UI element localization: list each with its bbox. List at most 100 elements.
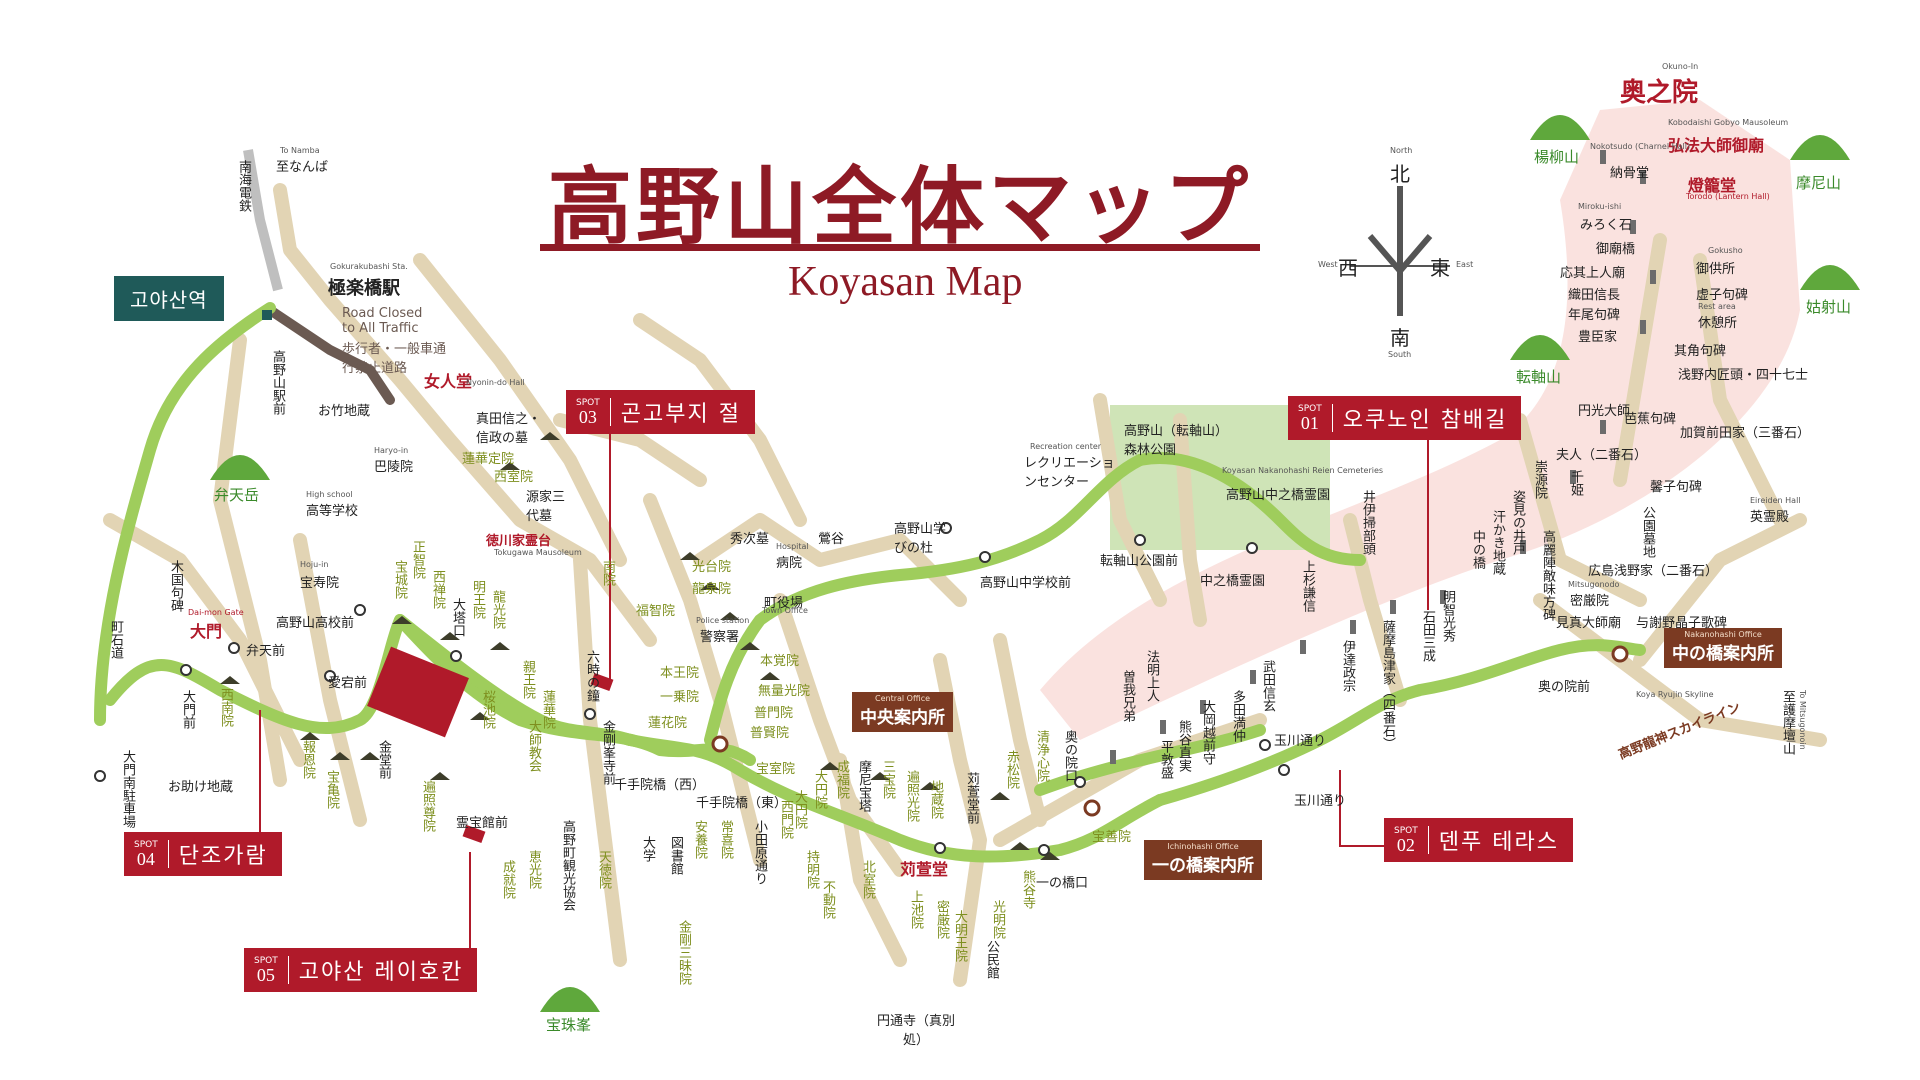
torodo: 燈籠堂 bbox=[1688, 176, 1737, 195]
nakanohashi-bridge: 中の橋 bbox=[1470, 530, 1485, 569]
senhime: 千姫 bbox=[1568, 470, 1583, 496]
otasuke: お助け地蔵 bbox=[168, 780, 234, 795]
mountain-koya-icon bbox=[1800, 265, 1860, 290]
aitago: 愛宕前 bbox=[328, 676, 368, 691]
compass-west: 西 bbox=[1338, 256, 1358, 280]
temple-9: 遍照尊院 bbox=[420, 780, 435, 832]
mikiwa: 見真大師廟 bbox=[1556, 616, 1622, 631]
compass-south-en: South bbox=[1388, 350, 1412, 359]
restarea-en: Rest area bbox=[1698, 302, 1736, 311]
reihokan: 霊宝館前 bbox=[456, 816, 509, 831]
temple-10: 成就院 bbox=[500, 860, 515, 899]
compass-north: 北 bbox=[1390, 162, 1410, 186]
nyonindo-en: Nyonin-do Hall bbox=[466, 378, 525, 387]
kiguni: 木国句碑 bbox=[168, 560, 183, 612]
ooka: 大岡越前守 bbox=[1200, 700, 1215, 765]
central-office-en: Central Office bbox=[874, 694, 931, 703]
gokuraku: 極楽橋駅 bbox=[328, 278, 400, 299]
hokke: 法明上人 bbox=[1144, 650, 1159, 702]
temple-36: 摩尼宝塔 bbox=[856, 760, 871, 812]
temple-21: 地蔵院 bbox=[928, 780, 943, 819]
spot-02-name: 덴푸 테라스 bbox=[1438, 830, 1559, 855]
police: 警察署 bbox=[700, 630, 740, 645]
temple-30: 清浄心院 bbox=[1034, 730, 1049, 782]
tokugawa: 徳川家霊台 bbox=[486, 534, 552, 549]
ichinohashi-office[interactable]: Ichinohashi Office 一の橋案内所 bbox=[1144, 840, 1262, 880]
temple-icons bbox=[220, 432, 1060, 860]
muryokoin: 無量光院 bbox=[758, 684, 811, 699]
tamagawa2: 玉川通り bbox=[1294, 794, 1347, 809]
temple-33: 常喜院 bbox=[718, 820, 733, 859]
senjuine: 千手院橋（東） bbox=[696, 796, 788, 811]
genji: 源家三代墓 bbox=[526, 490, 566, 524]
gomaguchi-en: To Mitsugonoin bbox=[1798, 690, 1807, 750]
temple-18: 成福院 bbox=[834, 760, 849, 799]
grave-markers bbox=[1110, 150, 1656, 764]
asano: 浅野内匠頭・四十七士 bbox=[1678, 368, 1809, 383]
mountain-benten-icon bbox=[210, 455, 270, 480]
rokuji: 六時の鐘 bbox=[584, 650, 599, 702]
temple-17: 大円院 bbox=[812, 770, 827, 809]
okunoin: 奥之院 bbox=[1620, 78, 1699, 108]
kikyo: 崇源院 bbox=[1532, 460, 1547, 499]
fukenin: 普賢院 bbox=[750, 726, 790, 741]
temple-8: 宝亀院 bbox=[324, 770, 339, 809]
closed: 歩行者・一般車通行禁止道路 bbox=[342, 342, 447, 376]
tonamba: 至なんば bbox=[276, 160, 329, 175]
gobyo: 弘法大師御廟 bbox=[1668, 136, 1765, 155]
temple-11: 親王院 bbox=[520, 660, 535, 699]
temple-0: 正智院 bbox=[410, 540, 425, 579]
central-office[interactable]: Central Office 中央案内所 bbox=[852, 692, 953, 732]
gokuraku-en: Gokurakubashi Sta. bbox=[330, 262, 408, 271]
sugata: 姿見の井戸 bbox=[1510, 490, 1525, 555]
temple-26: 南院 bbox=[600, 560, 615, 586]
saizen: 西室院 bbox=[494, 470, 534, 485]
takeda: 武田信玄 bbox=[1260, 660, 1275, 712]
temple-38: 大円院 bbox=[792, 790, 807, 829]
mountain-hoju: 宝珠峯 bbox=[546, 1016, 592, 1034]
temple-27: 光明院 bbox=[990, 900, 1005, 939]
kohokaku: 公民館 bbox=[984, 940, 999, 979]
office-markers bbox=[711, 645, 1629, 817]
harayo: 巴陵院 bbox=[374, 460, 414, 475]
nakanohashi-office[interactable]: Nakanohashi Office 中の橋案内所 bbox=[1664, 628, 1782, 668]
mirokuishi-en: Miroku-ishi bbox=[1578, 202, 1622, 211]
mirokuishi: みろく石 bbox=[1580, 218, 1633, 233]
nakanohashi: 高野山中之橋霊園 bbox=[1226, 488, 1331, 503]
yosano: 与謝野晶子歌碑 bbox=[1636, 616, 1728, 631]
spot-01-name: 오쿠노인 참배길 bbox=[1342, 408, 1508, 433]
temple-20: 遍照光院 bbox=[904, 770, 919, 822]
nankai: 南海電鉄 bbox=[236, 160, 251, 212]
parking: 大門南駐車場 bbox=[120, 750, 135, 828]
kongobuji-marker bbox=[590, 672, 614, 692]
okinojizo: お竹地蔵 bbox=[318, 404, 371, 419]
gokusho: 御供所 bbox=[1696, 262, 1736, 277]
koyaekimae: 高野山駅前 bbox=[270, 350, 285, 415]
sogano: 曽我兄弟 bbox=[1120, 670, 1135, 722]
koreshi: 高麗陣敵味方碑 bbox=[1540, 530, 1555, 621]
spot-leaders bbox=[259, 430, 1429, 966]
iyo: 井伊掃部頭 bbox=[1360, 490, 1375, 555]
basho: 芭蕉句碑 bbox=[1624, 412, 1677, 427]
harayo-en: Haryo-in bbox=[374, 446, 409, 455]
temple-6: 大師教会 bbox=[526, 720, 541, 772]
kondo: 金堂前 bbox=[376, 740, 391, 779]
gobyobashi: 御廟橋 bbox=[1596, 242, 1636, 257]
tamagawa: 玉川通り bbox=[1274, 734, 1327, 749]
highschool: 高等学校 bbox=[306, 504, 359, 519]
temple-12: 恵光院 bbox=[526, 850, 541, 889]
sanadanobuyuki: 真田信之・信政の墓 bbox=[476, 412, 542, 446]
kyoshi: 虚子句碑 bbox=[1696, 288, 1749, 303]
temple-22: 北室院 bbox=[860, 860, 875, 899]
rengejoin: 蓮華定院 bbox=[462, 452, 515, 467]
uesugi: 上杉謙信 bbox=[1300, 560, 1315, 612]
compass-north-en: North bbox=[1390, 146, 1413, 155]
recreation: レクリエーションセンター bbox=[1024, 456, 1115, 490]
central-office-ja: 中央案内所 bbox=[860, 708, 945, 728]
tokugawa-en: Tokugawa Mausoleum bbox=[494, 548, 582, 557]
